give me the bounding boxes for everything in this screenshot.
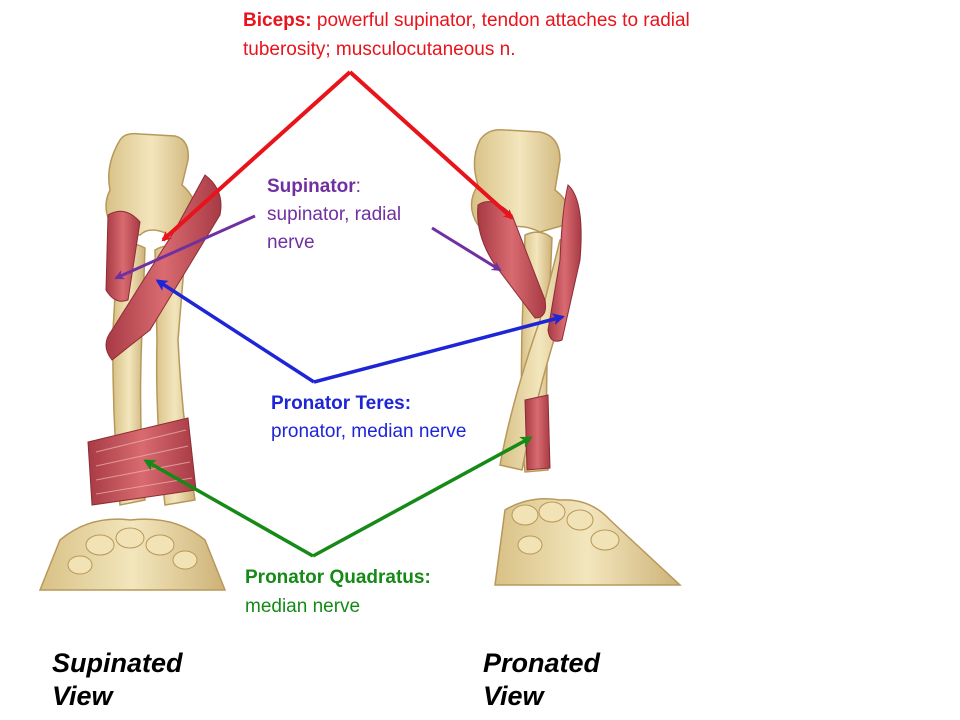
pronated-forearm — [470, 128, 682, 586]
pronator-teres-arrows — [155, 279, 565, 384]
pronator-quadratus-title: Pronator Quadratus: — [245, 567, 431, 588]
biceps-title: Biceps: — [243, 10, 312, 31]
pronated-view-caption: Pronated View — [483, 647, 600, 713]
pronated-view-line2: View — [483, 681, 544, 711]
pronator-teres-description: pronator, median nerve — [271, 421, 467, 442]
biceps-label: Biceps: powerful supinator, tendon attac… — [243, 6, 763, 64]
supinated-forearm — [38, 132, 227, 591]
biceps-arrows — [161, 70, 514, 242]
supinator-arrows — [114, 214, 502, 280]
pronator-teres-title: Pronator Teres: — [271, 393, 412, 414]
biceps-description: powerful supinator, tendon attaches to r… — [243, 10, 690, 60]
supinator-title: Supinator — [267, 176, 356, 197]
pronator-teres-label: Pronator Teres: pronator, median nerve — [271, 390, 471, 446]
supinated-view-line2: View — [52, 681, 113, 711]
pronator-quadratus-description: median nerve — [245, 596, 361, 617]
pronator-quadratus-label: Pronator Quadratus: median nerve — [245, 563, 495, 621]
supinator-label: Supinator: supinator, radial nerve — [267, 173, 442, 257]
supinated-view-line1: Supinated — [52, 648, 183, 678]
pronated-view-line1: Pronated — [483, 648, 601, 678]
supinator-description: : supinator, radial nerve — [267, 176, 402, 253]
supinated-view-caption: Supinated View — [52, 647, 183, 713]
pronator-quadratus-arrows — [143, 436, 533, 558]
